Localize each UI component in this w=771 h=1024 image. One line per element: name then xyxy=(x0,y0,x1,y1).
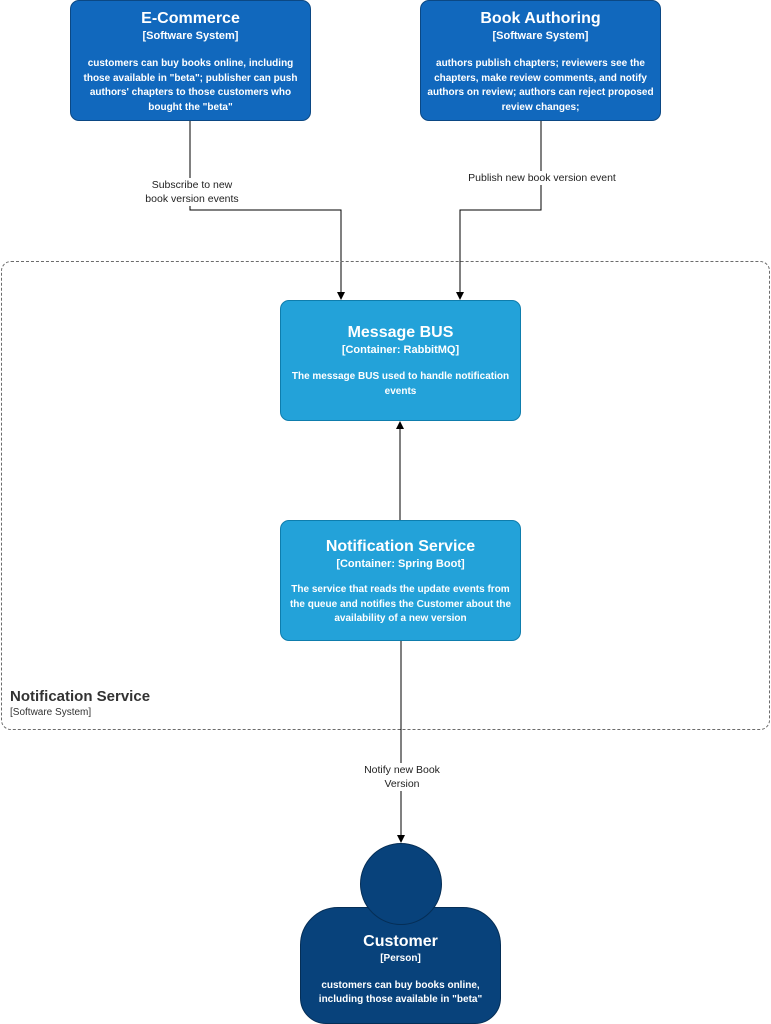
edge-subscribe-label: Subscribe to new book version events xyxy=(140,178,244,206)
notification-service-type: [Container: Spring Boot] xyxy=(336,558,465,570)
notification-service-description: The service that reads the update events… xyxy=(289,584,512,624)
customer-description: customers can buy books online, includin… xyxy=(318,980,483,1005)
edge-publish-line xyxy=(456,121,542,300)
message-bus-type: [Container: RabbitMQ] xyxy=(341,344,460,356)
boundary-title: Notification Service xyxy=(10,688,151,705)
book-authoring-description: authors publish chapters; reviewers see … xyxy=(427,58,654,113)
boundary-type: [Software System] xyxy=(10,707,92,718)
customer-person-body[interactable]: Customer [Person] customers can buy book… xyxy=(300,907,501,1024)
ecommerce-type: [Software System] xyxy=(142,30,239,42)
ecommerce-title: E-Commerce xyxy=(141,10,240,27)
book-authoring-type: [Software System] xyxy=(492,30,589,42)
ecommerce-description: customers can buy books online, includin… xyxy=(83,58,298,113)
edge-publish-label: Publish new book version event xyxy=(462,171,622,185)
ecommerce-system-box[interactable]: E-Commerce [Software System] customers c… xyxy=(70,0,311,121)
message-bus-description: The message BUS used to handle notificat… xyxy=(291,371,510,397)
notification-service-title: Notification Service xyxy=(325,538,476,555)
book-authoring-title: Book Authoring xyxy=(480,10,601,27)
notification-service-container-box[interactable]: Notification Service [Container: Spring … xyxy=(280,520,521,641)
edge-subscribe-line xyxy=(189,121,345,300)
notification-service-boundary xyxy=(1,261,770,730)
book-authoring-system-box[interactable]: Book Authoring [Software System] authors… xyxy=(420,0,661,121)
message-bus-title: Message BUS xyxy=(347,324,454,341)
edge-notify-label: Notify new Book Version xyxy=(362,763,442,791)
customer-title: Customer xyxy=(363,933,438,950)
customer-person-head[interactable] xyxy=(360,843,442,925)
customer-type: [Person] xyxy=(380,953,421,964)
message-bus-container-box[interactable]: Message BUS [Container: RabbitMQ] The me… xyxy=(280,300,521,421)
